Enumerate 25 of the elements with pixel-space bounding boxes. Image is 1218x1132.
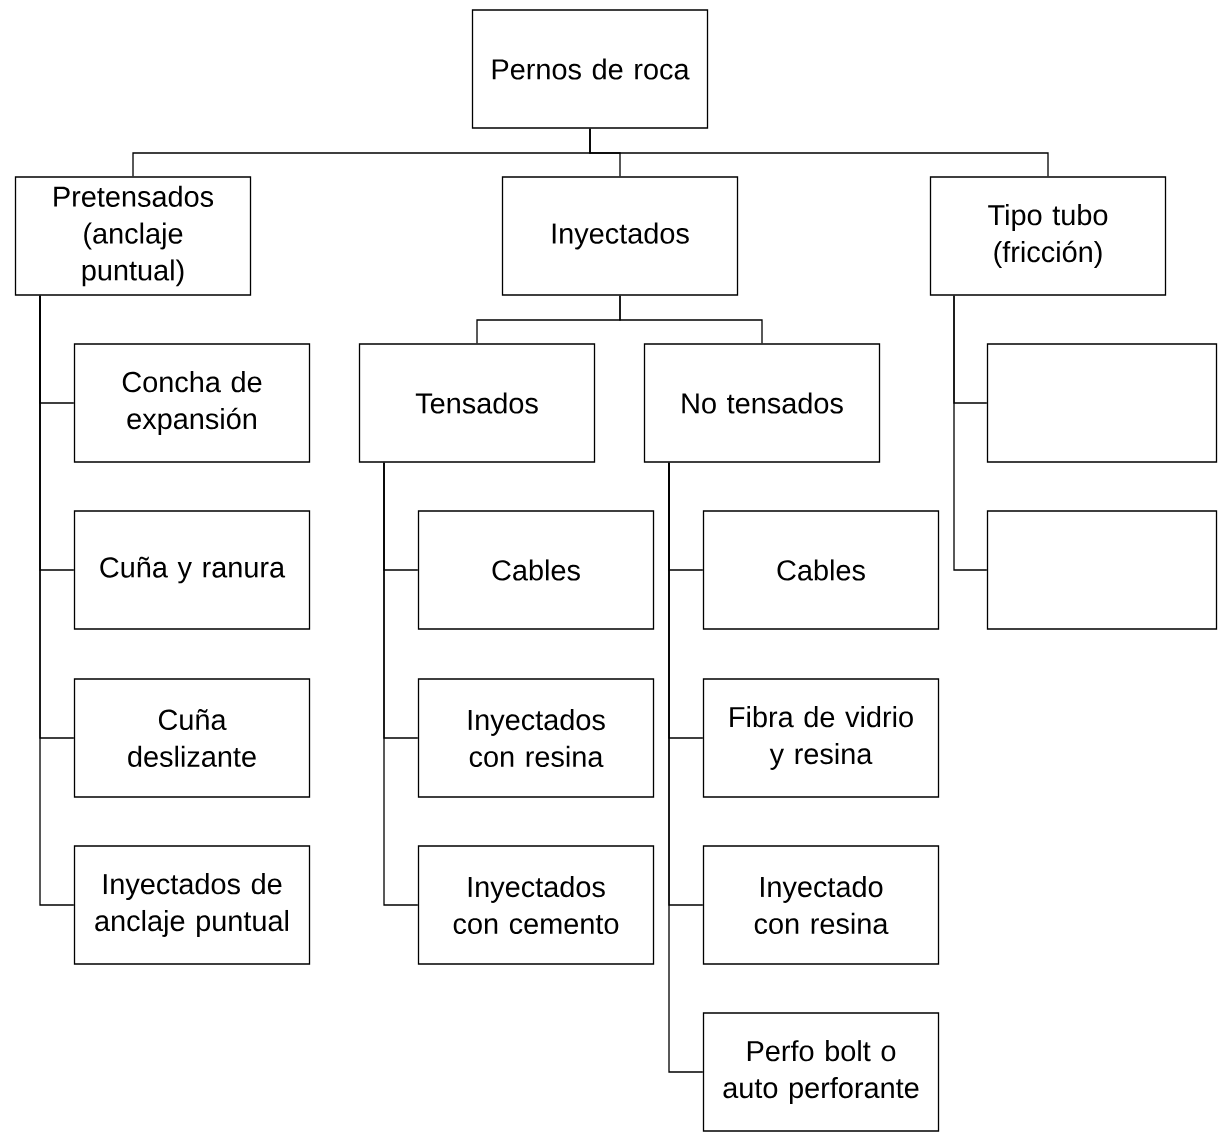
connector-line xyxy=(39,295,75,906)
connector-line xyxy=(619,295,763,344)
category-box: No tensados xyxy=(643,343,881,463)
category-box: Pretensados (anclaje puntual) xyxy=(14,176,252,296)
category-box: Cuña deslizante xyxy=(73,678,311,798)
connector-line xyxy=(668,462,704,1073)
connector-line xyxy=(589,128,1049,177)
category-box: Inyectados con resina xyxy=(417,678,655,798)
category-box: Cuña y ranura xyxy=(73,510,311,630)
category-box: Inyectados de anclaje puntual xyxy=(73,845,311,965)
empty-box xyxy=(986,510,1218,630)
category-box: Inyectado con resina xyxy=(702,845,940,965)
category-box: Perfo bolt o auto perforante xyxy=(702,1012,940,1132)
empty-box xyxy=(986,343,1218,463)
connector-line xyxy=(383,462,419,906)
category-box: Cables xyxy=(417,510,655,630)
category-box: Tensados xyxy=(358,343,596,463)
category-box: Tipo tubo (fricción) xyxy=(929,176,1167,296)
category-box: Inyectados xyxy=(501,176,739,296)
connector-line xyxy=(953,295,988,571)
category-box: Concha de expansión xyxy=(73,343,311,463)
category-box: Inyectados con cemento xyxy=(417,845,655,965)
category-box: Pernos de roca xyxy=(471,9,709,129)
category-box: Fibra de vidrio y resina xyxy=(702,678,940,798)
category-box: Cables xyxy=(702,510,940,630)
